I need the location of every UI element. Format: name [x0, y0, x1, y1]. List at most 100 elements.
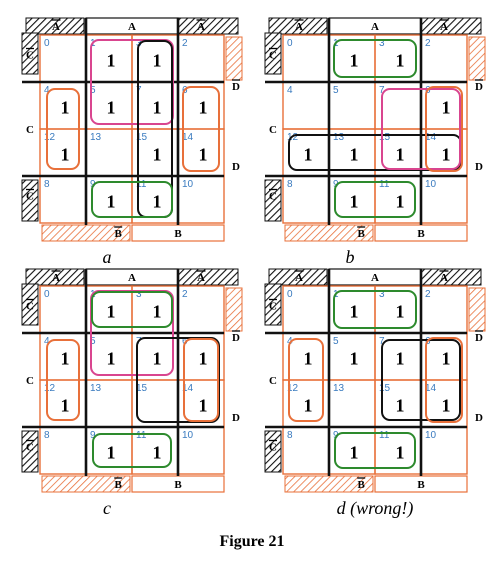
- cell-one: 1: [153, 443, 162, 463]
- not-c-region: [21, 32, 39, 75]
- cell-number: 13: [90, 383, 102, 394]
- cell-number: 12: [287, 383, 299, 394]
- cell-one: 1: [442, 98, 451, 118]
- cell-one: 1: [304, 349, 313, 369]
- cell-number: 12: [44, 132, 56, 143]
- cell-number: 3: [379, 289, 385, 300]
- label-not-a: A: [295, 272, 303, 284]
- cell-one: 1: [107, 51, 116, 71]
- loop-green: [92, 433, 172, 468]
- cell-one: 1: [396, 349, 405, 369]
- map-caption: d (wrong!): [337, 498, 414, 519]
- cell-one: 1: [442, 349, 451, 369]
- cell-one: 1: [304, 145, 313, 165]
- cell-number: 5: [90, 336, 96, 347]
- loop-orange: [46, 339, 80, 421]
- not-c-region: [264, 32, 282, 75]
- label-not-c-bottom: C: [269, 442, 277, 454]
- not-a-region: [268, 17, 328, 35]
- not-d-region: [225, 36, 243, 81]
- cell-one: 1: [350, 443, 359, 463]
- label-not-c: C: [26, 301, 34, 313]
- label-not-a: A: [295, 21, 303, 33]
- label-c: C: [26, 124, 34, 136]
- cell-number: 4: [44, 336, 50, 347]
- cell-one: 1: [61, 349, 70, 369]
- cell-number: 3: [136, 289, 142, 300]
- cell-one: 1: [107, 98, 116, 118]
- loop-green: [333, 39, 417, 78]
- cell-number: 10: [425, 179, 437, 190]
- cell-number: 14: [425, 132, 437, 143]
- label-b: B: [174, 479, 182, 491]
- map-caption: b: [346, 247, 355, 267]
- label-c: C: [26, 375, 34, 387]
- cell-number: 2: [182, 289, 188, 300]
- cell-number: 5: [333, 85, 339, 96]
- cell-number: 8: [287, 430, 293, 441]
- cell-number: 11: [379, 430, 390, 441]
- label-not-b: B: [115, 479, 123, 491]
- label-b: B: [417, 479, 425, 491]
- cell-number: 15: [136, 132, 148, 143]
- cell-one: 1: [153, 145, 162, 165]
- label-not-d: D: [232, 332, 240, 344]
- label-a: A: [128, 272, 136, 284]
- cell-number: 5: [333, 336, 339, 347]
- not-c-region-bottom: [21, 430, 39, 473]
- cell-number: 11: [136, 430, 147, 441]
- not-d-region: [468, 287, 486, 332]
- label-not-a-right: A: [197, 21, 205, 33]
- cell-number: 15: [379, 132, 391, 143]
- cell-one: 1: [107, 443, 116, 463]
- label-not-a: A: [52, 272, 60, 284]
- loop-black: [381, 339, 461, 421]
- cell-number: 9: [90, 430, 96, 441]
- cell-one: 1: [153, 302, 162, 322]
- map-caption: c: [103, 498, 111, 518]
- label-d: D: [232, 412, 240, 424]
- cell-number: 0: [44, 289, 50, 300]
- cell-one: 1: [396, 302, 405, 322]
- label-not-a-right: A: [440, 21, 448, 33]
- label-not-c-bottom: C: [26, 442, 34, 454]
- cell-one: 1: [199, 145, 208, 165]
- cell-number: 10: [182, 430, 194, 441]
- label-not-a-right: A: [197, 272, 205, 284]
- cell-number: 2: [425, 38, 431, 49]
- cell-number: 0: [44, 38, 50, 49]
- cell-number: 8: [44, 179, 50, 190]
- label-not-c: C: [269, 301, 277, 313]
- label-a: A: [371, 272, 379, 284]
- loop-orange: [183, 338, 219, 422]
- label-not-a-right: A: [440, 272, 448, 284]
- cell-one: 1: [61, 396, 70, 416]
- label-d: D: [232, 161, 240, 173]
- label-not-d: D: [232, 81, 240, 93]
- cell-number: 2: [182, 38, 188, 49]
- cell-one: 1: [199, 349, 208, 369]
- loop-green: [333, 290, 417, 329]
- cell-number: 13: [90, 132, 102, 143]
- cell-one: 1: [61, 145, 70, 165]
- label-not-c-bottom: C: [269, 191, 277, 203]
- label-not-c-bottom: C: [26, 191, 34, 203]
- cell-number: 15: [379, 383, 391, 394]
- cell-number: 4: [44, 85, 50, 96]
- figure-title: Figure 21: [219, 533, 284, 550]
- loop-green: [334, 432, 416, 469]
- not-a-region: [25, 17, 85, 35]
- label-not-c: C: [26, 50, 34, 62]
- cell-number: 15: [136, 383, 148, 394]
- not-c-region-bottom: [264, 179, 282, 222]
- cell-one: 1: [442, 145, 451, 165]
- cell-number: 11: [379, 179, 390, 190]
- cell-one: 1: [350, 349, 359, 369]
- cell-one: 1: [61, 98, 70, 118]
- cell-number: 8: [44, 430, 50, 441]
- not-a-region-right: [177, 268, 239, 286]
- label-c: C: [269, 124, 277, 136]
- label-b: B: [174, 228, 182, 240]
